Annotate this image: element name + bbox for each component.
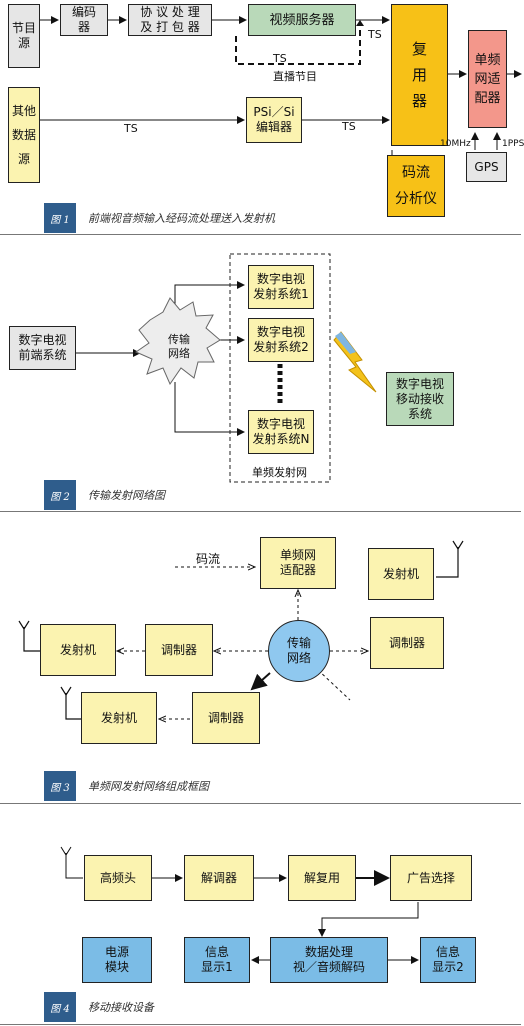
ts-label-4: TS [342, 120, 356, 133]
fig3-caption-tag: 图 3 [44, 771, 76, 801]
transmitter-top-box: 发射机 [368, 548, 434, 600]
encoder-box: 编码 器 [60, 4, 108, 36]
tuner-box: 高频头 [84, 855, 152, 901]
mobile-rx-box: 数字电视 移动接收 系统 [386, 372, 454, 426]
sfn-group-frame [229, 253, 331, 483]
fig4-caption-tag: 图 4 [44, 992, 76, 1022]
divider-4 [0, 1024, 521, 1025]
ts-label-3: TS [124, 122, 138, 135]
sfn-adapter-box-3: 单频网 适配器 [260, 537, 336, 589]
modulator-right-box: 调制器 [370, 617, 444, 669]
sfn-label: 单频发射网 [252, 466, 307, 479]
lightning-icon [333, 331, 377, 393]
stream-label: 码流 [196, 552, 221, 566]
ts-label-1: TS [368, 28, 382, 41]
fig3-caption: 图 3 单频网发射网络组成框图 [0, 771, 521, 801]
burst-cloud-shape [134, 297, 221, 386]
label-1pps: 1PPS [502, 139, 524, 149]
protocol-packager-box: 协 议 处 理 及 打 包 器 [128, 4, 212, 36]
fig2-caption-tag: 图 2 [44, 480, 76, 510]
video-server-box: 视频服务器 [248, 4, 356, 36]
ad-selector-box: 广告选择 [390, 855, 472, 901]
label-10mhz: 10MHz [440, 139, 471, 149]
psi-si-editor-box: PSi／Si 编辑器 [246, 97, 302, 143]
tx-system-n-box: 数字电视 发射系统N [248, 410, 314, 454]
data-decoder-box: 数据处理 视／音频解码 [270, 937, 388, 983]
fig2-caption-text: 传输发射网络图 [88, 489, 165, 502]
gps-box: GPS [466, 152, 507, 182]
demultiplexer-box: 解复用 [288, 855, 356, 901]
divider-1 [0, 234, 521, 235]
tx-system-1-box: 数字电视 发射系统1 [248, 265, 314, 309]
fig3-connectors [117, 567, 368, 719]
fig4-caption-text: 移动接收设备 [88, 1001, 154, 1014]
front-system-box: 数字电视 前端系统 [9, 326, 76, 370]
demodulator-box: 解调器 [184, 855, 254, 901]
info-display-1-box: 信息 显示1 [184, 937, 250, 983]
network-circle-label: 传输 网络 [286, 636, 311, 665]
modulator-bottom-box: 调制器 [192, 692, 260, 744]
program-source-box: 节目 源 [8, 4, 40, 68]
live-program-loop [235, 22, 361, 65]
live-loop-arrowhead [356, 20, 364, 26]
fig3-network-to-mod [250, 672, 271, 691]
fig1-caption-text: 前端视音频输入经码流处理送入发射机 [88, 212, 275, 225]
sfn-adapter-box: 单频 网适 配器 [468, 30, 507, 128]
ts-label-2: TS [273, 52, 287, 65]
fig3-caption-text: 单频网发射网络组成框图 [88, 780, 209, 793]
fig1-caption: 图 1 前端视音频输入经码流处理送入发射机 [0, 203, 521, 233]
other-data-source-box: 其他 数据 源 [8, 87, 40, 183]
divider-3 [0, 803, 521, 804]
fig2-caption: 图 2 传输发射网络图 [0, 480, 521, 510]
multiplexer-box: 复 用 器 [391, 4, 448, 146]
fig1-caption-tag: 图 1 [44, 203, 76, 233]
info-display-2-box: 信息 显示2 [420, 937, 476, 983]
network-circle: 传输 网络 [268, 620, 330, 682]
fig4-caption: 图 4 移动接收设备 [0, 992, 521, 1022]
divider-2 [0, 511, 521, 512]
fig4-connectors [60, 846, 419, 964]
transmitter-bottom-box: 发射机 [81, 692, 157, 744]
live-program-label: 直播节目 [273, 70, 317, 83]
tx-system-2-box: 数字电视 发射系统2 [248, 318, 314, 362]
modulator-left-box: 调制器 [145, 624, 213, 676]
network-label: 传输 网络 [168, 333, 190, 360]
fig3-antennas [18, 540, 464, 720]
stream-analyzer-box: 码流 分析仪 [387, 155, 445, 217]
power-module-box: 电源 模块 [82, 937, 152, 983]
fig1-connectors [40, 16, 522, 155]
transmitter-left-box: 发射机 [40, 624, 116, 676]
